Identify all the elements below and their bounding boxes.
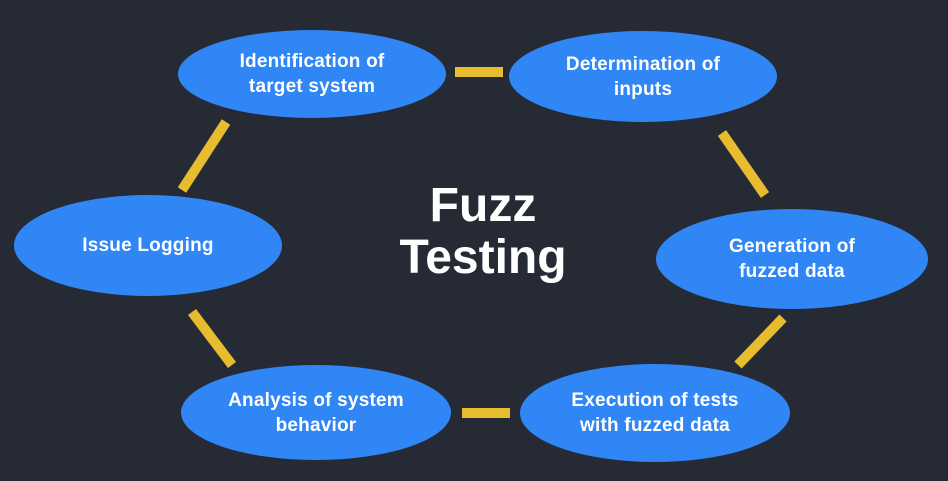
connector-analysis-to-logging bbox=[188, 308, 236, 369]
diagram-title-line: Fuzz bbox=[429, 179, 537, 232]
step-label-line: Execution of tests bbox=[571, 390, 739, 411]
step-label-line: Generation of bbox=[728, 236, 856, 257]
connector-generation-to-execution bbox=[734, 314, 787, 369]
step-execution-of-tests: Execution of tests with fuzzed data bbox=[520, 364, 790, 462]
step-identification-of-target-system: Identification of target system bbox=[178, 30, 446, 118]
diagram-title: Fuzz Testing bbox=[340, 180, 626, 284]
step-generation-of-fuzzed-data: Generation of fuzzed data bbox=[656, 209, 928, 309]
step-label-line: target system bbox=[248, 76, 376, 97]
connector-logging-to-identification bbox=[177, 119, 231, 193]
step-label-line: Analysis of system bbox=[228, 389, 404, 411]
step-issue-logging: Issue Logging bbox=[14, 195, 282, 296]
step-label-line: fuzzed data bbox=[739, 261, 845, 282]
step-label-line: Determination of bbox=[565, 53, 721, 75]
connector-determination-to-generation bbox=[717, 130, 770, 198]
step-analysis-of-system-behavior: Analysis of system behavior bbox=[181, 365, 451, 460]
step-label-line: Identification of bbox=[239, 51, 385, 72]
step-label-line: behavior bbox=[275, 414, 357, 436]
step-label-line: with fuzzed data bbox=[580, 415, 730, 436]
step-label-line: Issue Logging bbox=[82, 235, 214, 256]
diagram-title-line: Testing bbox=[399, 231, 567, 284]
step-determination-of-inputs: Determination of inputs bbox=[509, 31, 777, 122]
step-label-line: inputs bbox=[613, 78, 673, 100]
